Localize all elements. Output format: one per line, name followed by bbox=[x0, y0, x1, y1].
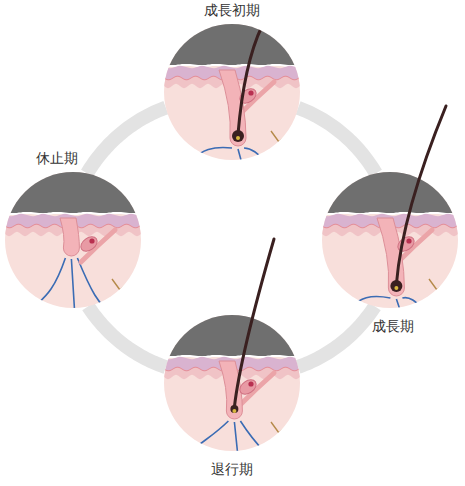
hair-follicle bbox=[219, 361, 242, 419]
gland-duct bbox=[248, 90, 253, 95]
nerve bbox=[112, 279, 130, 308]
hair-bulb bbox=[232, 130, 244, 142]
blood-vessel bbox=[33, 258, 105, 308]
hair-shaft bbox=[238, 26, 262, 134]
phase-circle: 成長初期 bbox=[164, 24, 300, 160]
skin-surface bbox=[164, 65, 300, 66]
dermal-papilla bbox=[236, 136, 240, 140]
dermis bbox=[164, 24, 300, 160]
hair-illustration bbox=[164, 24, 300, 160]
phase-label: 成長初期 bbox=[202, 2, 262, 19]
skin-surface bbox=[5, 213, 141, 214]
sebaceous-gland bbox=[237, 377, 259, 397]
phase-label: 成長期 bbox=[370, 318, 416, 335]
dermal-papilla bbox=[394, 286, 398, 290]
phase-label-box: 退行期 bbox=[209, 461, 255, 478]
phase-label: 休止期 bbox=[34, 150, 80, 167]
dermis bbox=[5, 172, 141, 308]
nerve bbox=[429, 279, 447, 308]
phase-label-box: 成長期 bbox=[370, 318, 416, 335]
dermis bbox=[164, 315, 300, 451]
air bbox=[164, 315, 300, 356]
skin-surface bbox=[164, 356, 300, 357]
cycle-connector bbox=[298, 108, 376, 174]
hair-illustration bbox=[322, 172, 458, 308]
hair-illustration bbox=[5, 172, 141, 308]
skin-surface bbox=[322, 213, 458, 214]
phase-circle: 退行期 bbox=[164, 315, 300, 451]
air bbox=[322, 172, 458, 213]
blood-vessel bbox=[192, 148, 264, 161]
phase-circle: 成長期 bbox=[322, 172, 458, 308]
hair-shaft bbox=[396, 106, 446, 284]
hair-illustration bbox=[164, 315, 300, 451]
phase-label: 退行期 bbox=[209, 461, 255, 478]
cycle-connector bbox=[88, 306, 166, 367]
air bbox=[164, 24, 300, 65]
blood-vessel bbox=[192, 421, 264, 451]
hair-shaft bbox=[234, 239, 274, 407]
blood-vessel bbox=[350, 296, 422, 308]
dermal-papilla bbox=[232, 409, 236, 413]
cycle-connector bbox=[87, 108, 166, 174]
gland-duct bbox=[89, 238, 94, 243]
nerve bbox=[271, 422, 289, 451]
gland-duct bbox=[406, 238, 411, 243]
phase-label-box: 成長初期 bbox=[202, 2, 262, 19]
cycle-connector bbox=[298, 306, 375, 367]
dermis bbox=[322, 172, 458, 308]
hair-follicle bbox=[60, 218, 79, 256]
phase-label-box: 休止期 bbox=[34, 150, 80, 167]
phase-circle: 休止期 bbox=[5, 172, 141, 308]
air bbox=[5, 172, 141, 213]
gland-duct bbox=[248, 381, 253, 386]
nerve bbox=[271, 131, 289, 160]
sebaceous-gland bbox=[395, 234, 417, 254]
sebaceous-gland bbox=[78, 234, 100, 254]
